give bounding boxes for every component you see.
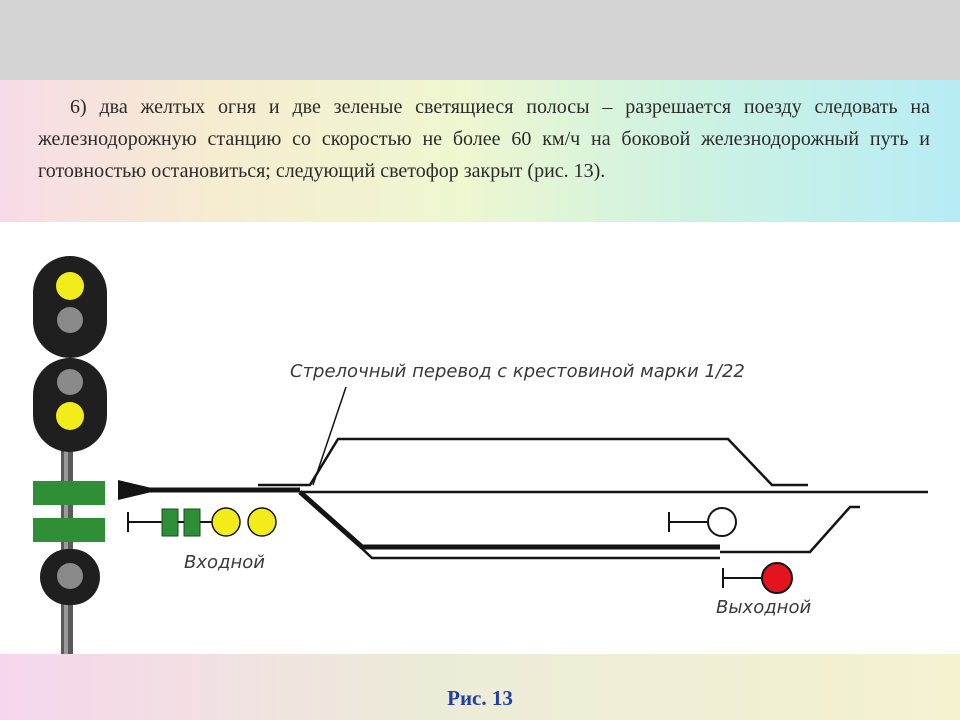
switch-label: Стрелочный перевод с крестовиной марки 1… xyxy=(290,361,745,382)
green-stripe-2 xyxy=(33,518,105,542)
direction-arrow-head xyxy=(118,480,160,500)
switch-leader-line xyxy=(312,386,347,486)
white-signal-light xyxy=(707,507,737,537)
text-panel: 6) два желтых огня и две зеленые светящи… xyxy=(0,80,960,222)
lower-track-continuation xyxy=(315,504,720,560)
entry-yellow-light-2 xyxy=(247,507,277,537)
entry-green-bar-2 xyxy=(183,508,201,537)
signal-diagram: Стрелочный перевод с крестовиной марки 1… xyxy=(0,222,960,654)
upper-siding xyxy=(258,437,808,487)
slide-header-band xyxy=(0,0,960,80)
diverging-route-track xyxy=(298,490,720,550)
entry-green-bar-1 xyxy=(161,508,179,537)
exit-signal-label: Выходной xyxy=(716,597,811,618)
signal-light-unlit-1 xyxy=(57,307,83,333)
figure-caption: Рис. 13 xyxy=(447,686,513,710)
signal-light-yellow-bottom xyxy=(56,402,84,430)
signal-light-unlit-2 xyxy=(57,369,83,395)
signal-light-yellow-top xyxy=(56,272,84,300)
diagram-svg: Стрелочный перевод с крестовиной марки 1… xyxy=(33,256,928,654)
slide-paragraph: 6) два желтых огня и две зеленые светящи… xyxy=(38,96,930,182)
caption-band xyxy=(0,654,960,720)
exit-red-light xyxy=(761,562,793,594)
lower-track-exit xyxy=(720,505,860,554)
green-stripe-1 xyxy=(33,481,105,505)
entry-yellow-light-1 xyxy=(211,507,241,537)
entry-signal-label: Входной xyxy=(184,552,265,573)
signal-light-unlit-3 xyxy=(57,563,83,589)
